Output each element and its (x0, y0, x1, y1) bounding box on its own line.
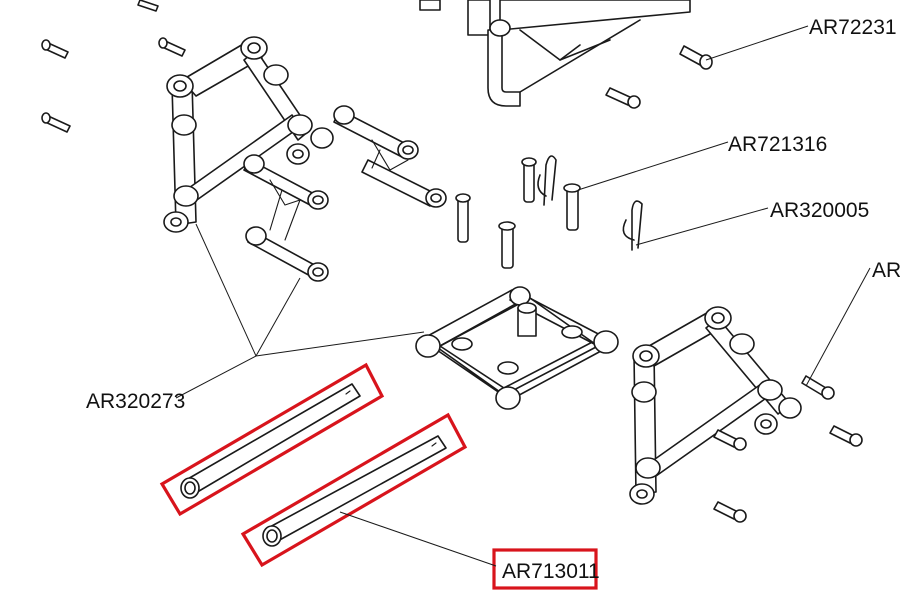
x-brace-left (243, 154, 329, 282)
screw-mid-top (605, 87, 641, 109)
screw-right-4 (713, 501, 747, 523)
shaft-upper (180, 383, 361, 499)
left-a-frame-bracket (163, 36, 334, 233)
top-right-cage (419, 0, 691, 107)
ar713011-label-highlight (492, 548, 598, 590)
screw-top-left-2 (158, 37, 186, 57)
label-ar721316: AR721316 (728, 133, 827, 156)
r-clip-2-ar320005 (622, 200, 643, 251)
label-ar72231: AR72231 (809, 16, 897, 39)
shaft-upper-highlight (159, 362, 385, 517)
center-square-mount (415, 286, 619, 410)
screw-right-3 (829, 425, 863, 447)
pin-1 (521, 157, 537, 203)
pin-3 (455, 193, 471, 243)
screw-top-left-1 (41, 39, 69, 59)
shaft-lower (262, 435, 447, 547)
screw-ar72231 (679, 45, 713, 70)
shaft-lower-highlight (240, 412, 468, 568)
screw-right-1 (801, 375, 835, 400)
label-ar320273: AR320273 (86, 390, 185, 413)
x-brace-middle (333, 105, 447, 208)
screw-top-left-4 (137, 0, 159, 12)
leader-lines (175, 25, 871, 567)
label-ar320005: AR320005 (770, 199, 869, 222)
screw-right-2 (713, 429, 747, 451)
label-ar-edge: AR (872, 259, 900, 282)
label-ar713011: AR713011 (502, 560, 600, 583)
pin-4 (498, 221, 516, 269)
screw-top-left-3 (41, 112, 71, 133)
right-a-frame-bracket (629, 306, 802, 505)
pin-2-ar721316 (563, 183, 581, 231)
r-clip-1 (537, 155, 557, 206)
